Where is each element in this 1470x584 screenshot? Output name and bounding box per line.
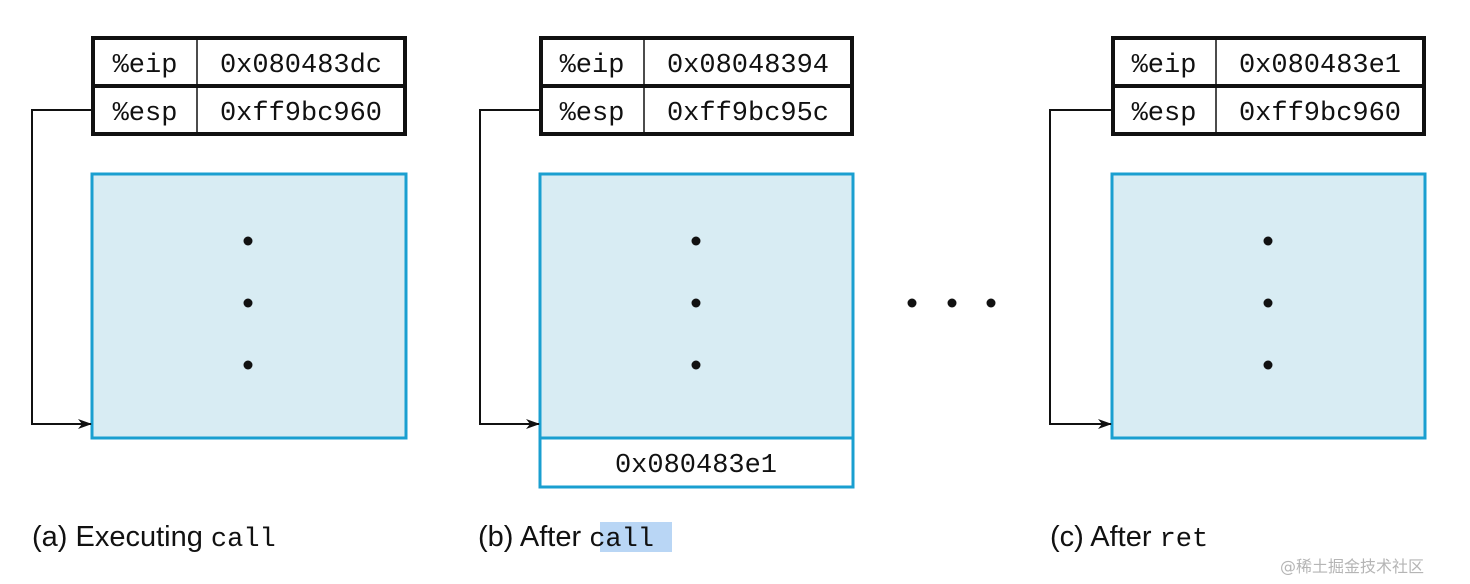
register-table: %eip 0x08048394 %esp 0xff9bc95c — [539, 36, 854, 136]
eip-value: 0x080483e1 — [1239, 51, 1401, 81]
ellipsis-dot — [243, 236, 253, 246]
eip-label: %eip — [1132, 51, 1197, 81]
caption-a: (a) Executing call — [32, 521, 276, 555]
ellipsis-dot — [243, 360, 253, 370]
ellipsis-dot — [243, 298, 253, 308]
continuation-ellipsis — [907, 298, 996, 308]
register-table: %eip 0x080483e1 %esp 0xff9bc960 — [1111, 36, 1426, 136]
panel-a: %eip 0x080483dc %esp 0xff9bc960 (a) Exec… — [31, 36, 408, 555]
esp-value: 0xff9bc960 — [1239, 99, 1401, 129]
esp-label: %esp — [1132, 99, 1197, 129]
return-address-value: 0x080483e1 — [615, 451, 777, 481]
eip-label: %eip — [560, 51, 625, 81]
esp-pointer-arrow — [31, 109, 93, 429]
esp-value: 0xff9bc960 — [220, 99, 382, 129]
eip-value: 0x080483dc — [220, 51, 382, 81]
eip-value: 0x08048394 — [667, 51, 829, 81]
panel-c: %eip 0x080483e1 %esp 0xff9bc960 (c) Afte… — [1049, 36, 1427, 555]
ellipsis-dot — [1263, 298, 1273, 308]
esp-label: %esp — [113, 99, 178, 129]
esp-pointer-arrow — [479, 109, 541, 429]
ellipsis-dot — [691, 360, 701, 370]
return-address-cell — [538, 436, 855, 489]
esp-pointer-arrow — [1049, 109, 1113, 429]
register-table: %eip 0x080483dc %esp 0xff9bc960 — [91, 36, 407, 136]
caption-b: (b) After call — [478, 521, 654, 555]
ellipsis-dot — [1263, 236, 1273, 246]
esp-label: %esp — [560, 99, 625, 129]
ellipsis-dot — [691, 236, 701, 246]
code-highlight — [600, 522, 672, 552]
eip-label: %eip — [113, 51, 178, 81]
caption-c: (c) After ret — [1050, 521, 1208, 555]
panel-b: 0x080483e1 %eip 0x08048394 %esp 0xff9bc9… — [478, 36, 855, 555]
esp-value: 0xff9bc95c — [667, 99, 829, 129]
watermark: @稀土掘金技术社区 — [1280, 557, 1424, 576]
ellipsis-dot — [1263, 360, 1273, 370]
ellipsis-dot — [691, 298, 701, 308]
